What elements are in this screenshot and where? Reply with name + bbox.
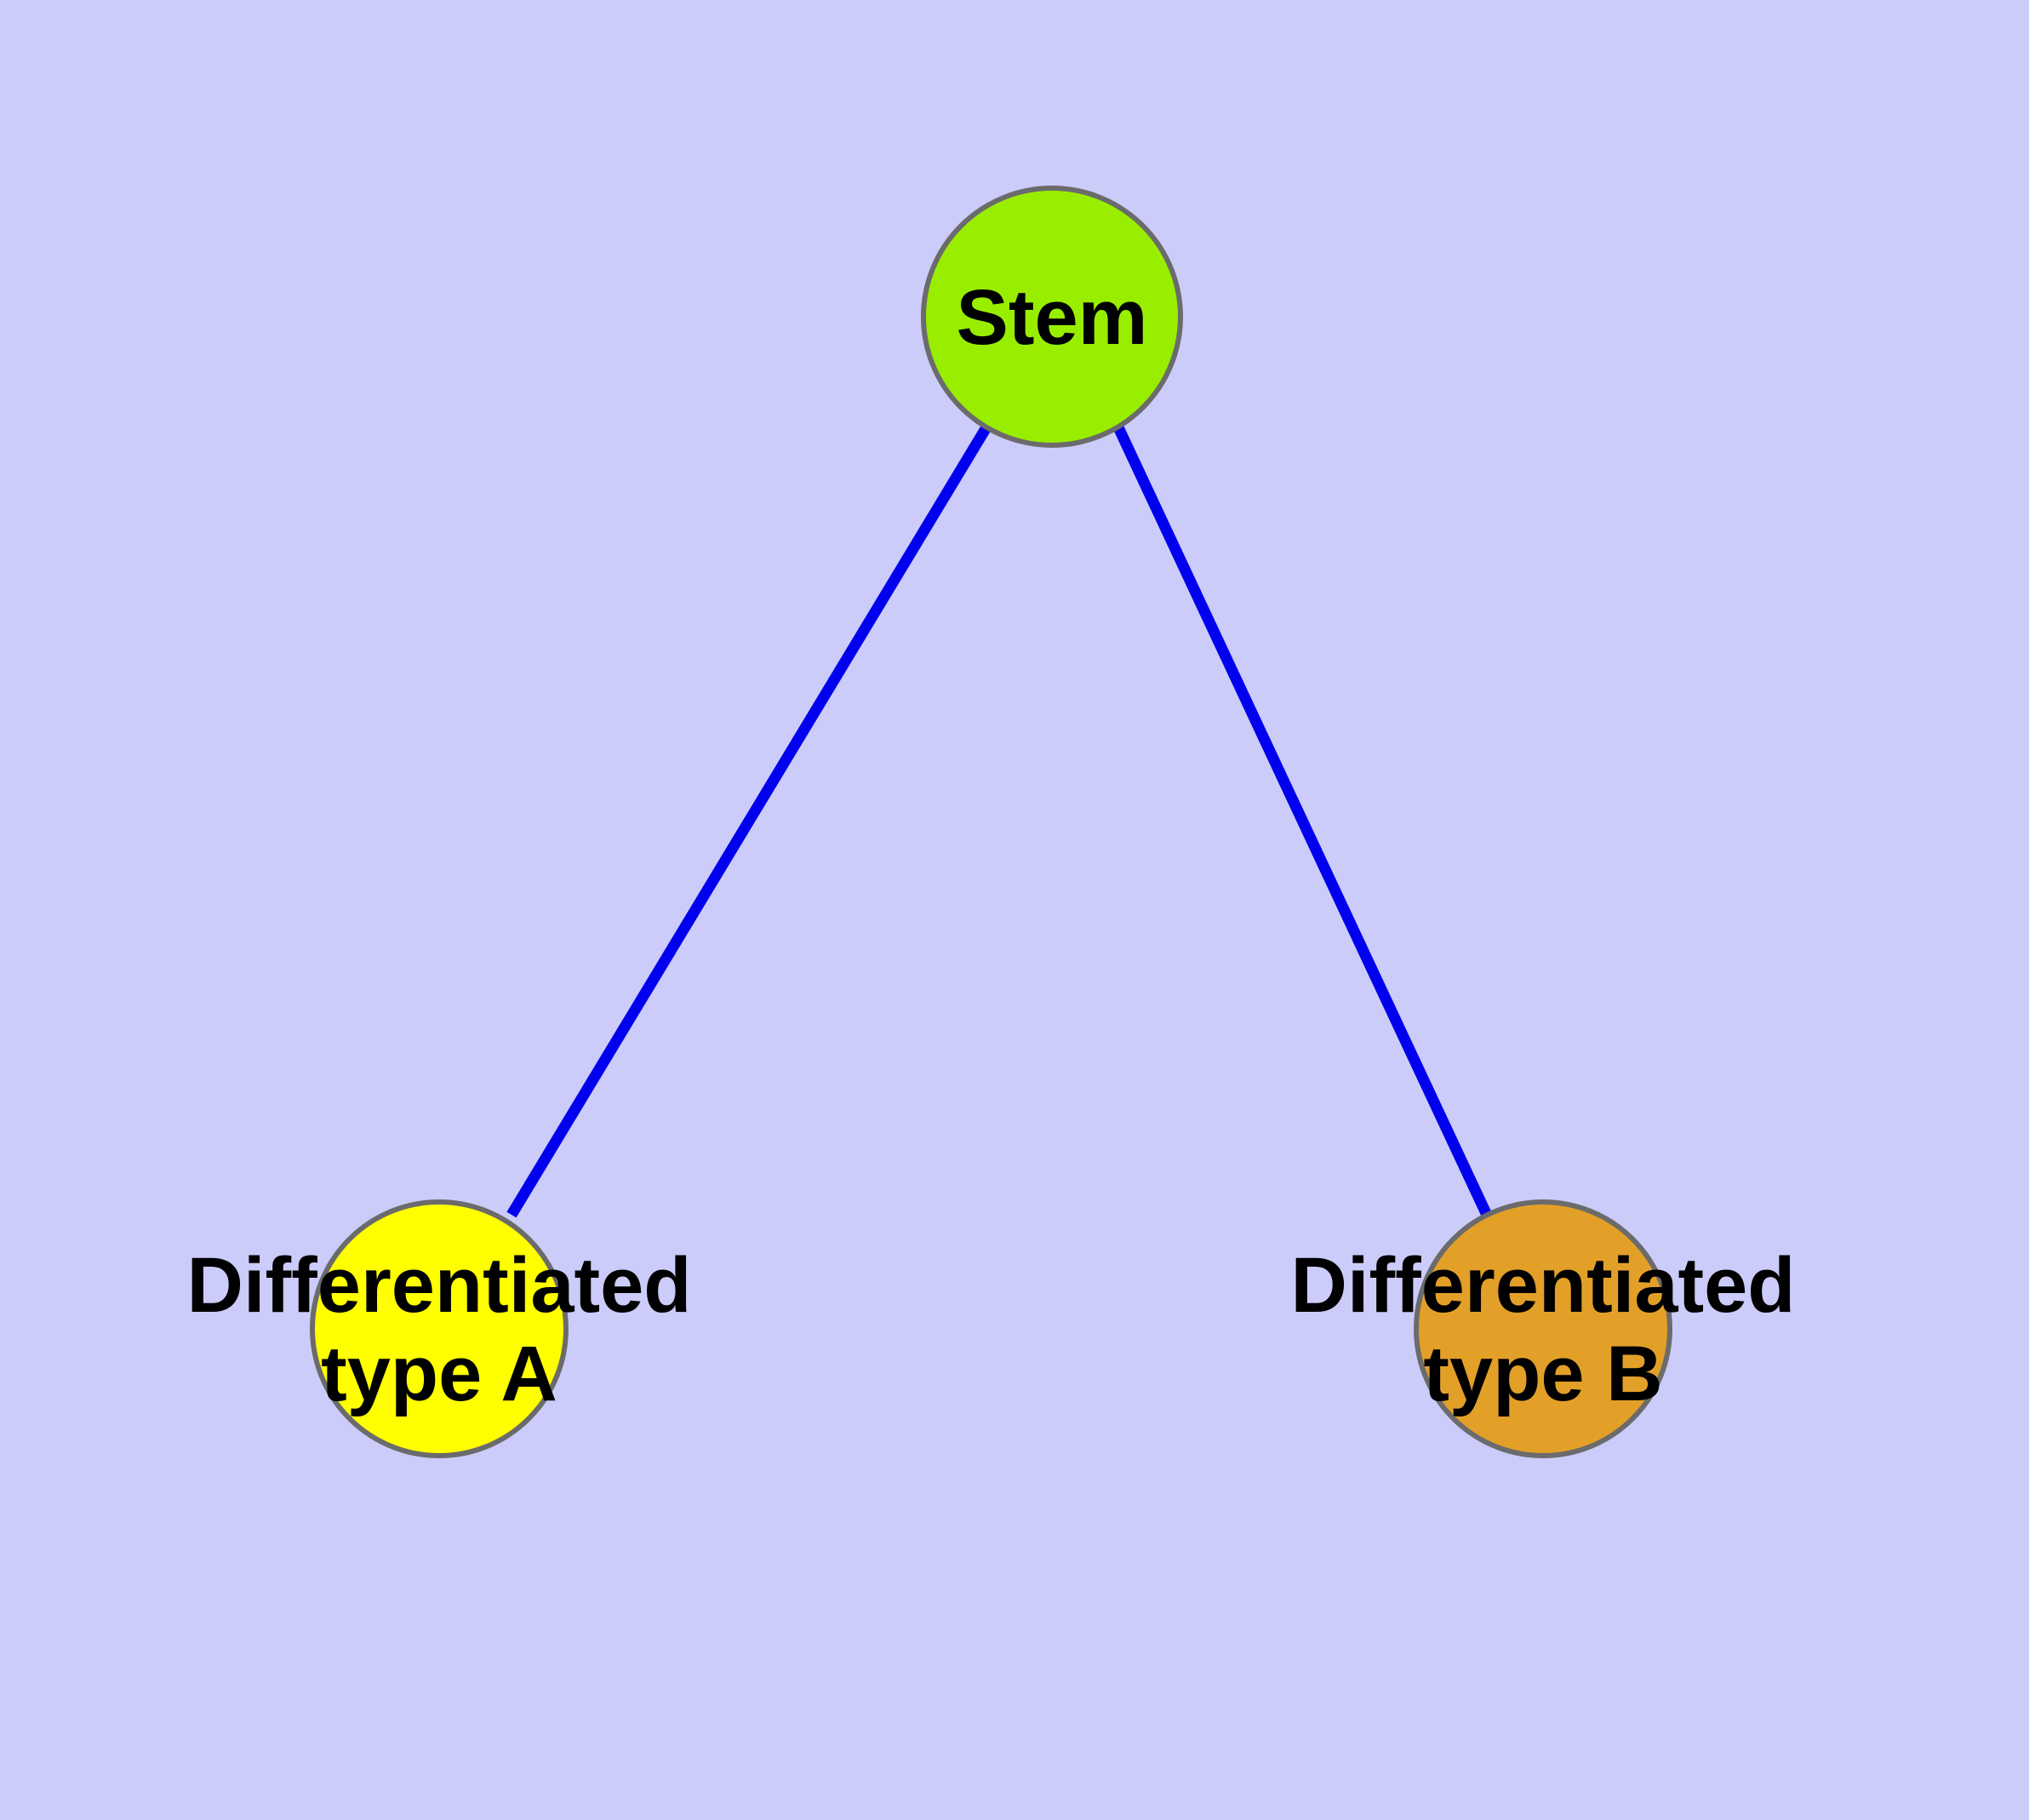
graph-node-label-line: type B bbox=[1423, 1331, 1662, 1417]
graph-node-diff-a[interactable] bbox=[310, 1199, 569, 1458]
graph-node-stem[interactable] bbox=[921, 186, 1183, 448]
graph-node-label-line: Differentiated bbox=[1291, 1242, 1796, 1329]
graph-node-label-line: type A bbox=[321, 1331, 557, 1417]
graph-node-label-line: Differentiated bbox=[187, 1242, 692, 1329]
nodes-layer bbox=[310, 186, 1672, 1458]
graph-edge-stem-to-diff-a[interactable] bbox=[506, 424, 992, 1218]
graph-node-label-stem: Stem bbox=[957, 274, 1148, 361]
edges-layer bbox=[506, 424, 1496, 1227]
graph-node-diff-b[interactable] bbox=[1414, 1199, 1672, 1458]
graph-node-label-line: Stem bbox=[957, 274, 1148, 361]
graph-edge-stem-to-diff-b[interactable] bbox=[1113, 425, 1496, 1227]
